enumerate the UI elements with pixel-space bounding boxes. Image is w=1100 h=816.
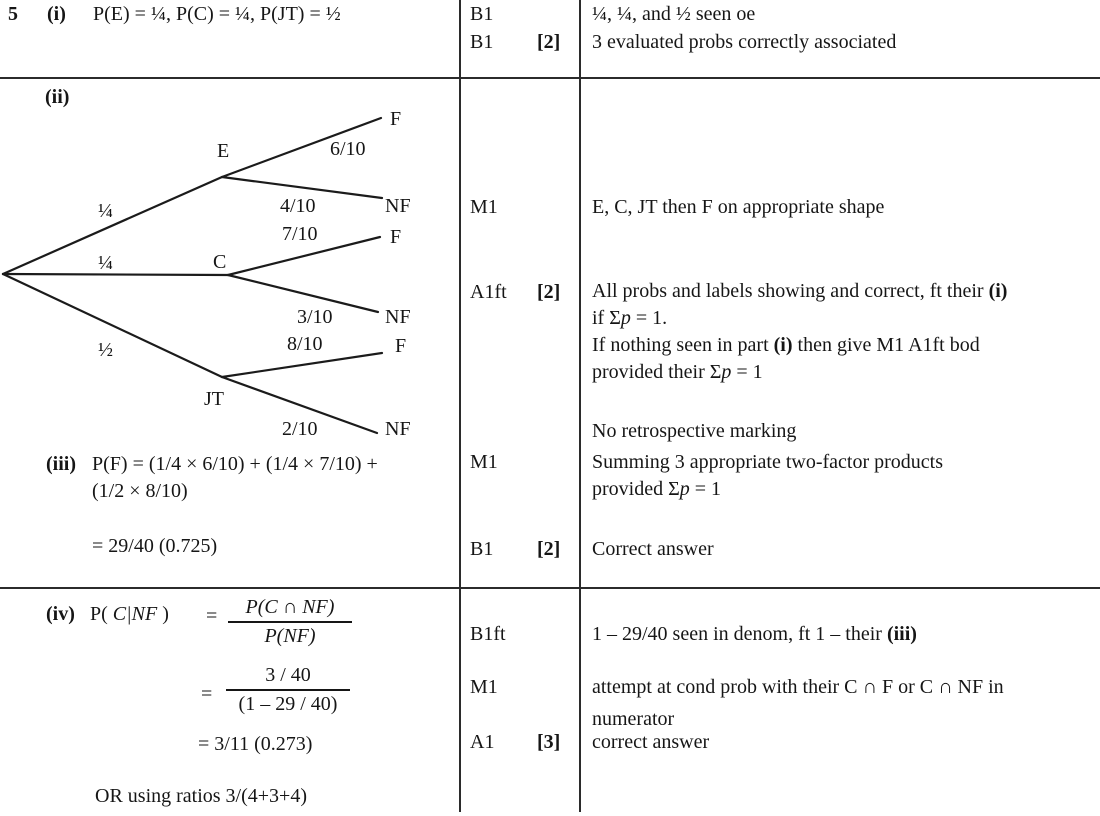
tree-prob-c-nf: 3/10 <box>297 306 333 328</box>
comment-bold-ref: (i) <box>773 334 793 356</box>
comment-text: provided Σ <box>592 478 680 500</box>
part-iv-lhs: P( C|NF ) <box>90 601 169 628</box>
part-ii-label: (ii) <box>45 86 70 108</box>
comment-ii-m1: E, C, JT then F on appropriate shape <box>592 196 885 218</box>
mark-ii-a1ft: A1ft <box>470 281 507 303</box>
fraction-2-numerator: 3 / 40 <box>265 664 311 686</box>
comment-ii-a1ft-line4: provided their Σp = 1 <box>592 359 1097 386</box>
mark-iv-m1: M1 <box>470 676 498 698</box>
tree-prob-jt-nf: 2/10 <box>282 418 318 440</box>
comment-text: = 1 <box>689 478 722 500</box>
comment-bold-ref: (i) <box>988 280 1008 302</box>
comment-iii-m1-line1: Summing 3 appropriate two-factor product… <box>592 451 944 473</box>
lhs-text: P( <box>90 603 113 625</box>
part-iii-working-line2: (1/2 × 8/10) <box>92 480 188 502</box>
mark-iv-total: [3] <box>537 731 561 753</box>
part-iv-label: (iv) <box>46 603 75 625</box>
mark-i-b1-second: B1 <box>470 31 494 53</box>
mark-i-total: [2] <box>537 31 561 53</box>
tree-node-jt-label: JT <box>204 388 224 410</box>
column-divider-marks <box>459 0 461 812</box>
tree-leaf-jt-nf: NF <box>385 418 411 440</box>
tree-node-c-label: C <box>213 251 227 273</box>
comment-note: No retrospective marking <box>592 420 797 442</box>
mark-ii-m1: M1 <box>470 196 498 218</box>
comment-iv-m1-line1: attempt at cond prob with their C ∩ F or… <box>592 676 1004 698</box>
comment-iii-m1-line2: provided Σp = 1 <box>592 476 1097 503</box>
mark-iii-total: [2] <box>537 538 561 560</box>
row-divider-2 <box>0 587 1100 589</box>
tree-prob-jt-f: 8/10 <box>287 333 323 355</box>
row-divider-1 <box>0 77 1100 79</box>
tree-leaf-e-f: F <box>390 108 402 130</box>
tree-branch-root-c <box>1 272 230 277</box>
part-i-label: (i) <box>47 3 66 25</box>
comment-italic-var: p <box>679 478 690 500</box>
comment-ii-a1ft-line1: All probs and labels showing and correct… <box>592 278 1097 305</box>
comment-text: = 1 <box>731 361 763 383</box>
column-divider-comments <box>579 0 581 812</box>
mark-iii-b1: B1 <box>470 538 494 560</box>
fraction-numeric: 3 / 40 (1 – 29 / 40) <box>226 662 350 718</box>
tree-prob-c: ¼ <box>98 252 113 274</box>
part-iii-working-line1: P(F) = (1/4 × 6/10) + (1/4 × 7/10) + <box>92 453 378 475</box>
comment-iii-b1: Correct answer <box>592 538 714 560</box>
tree-leaf-e-nf: NF <box>385 195 411 217</box>
question-number: 5 <box>8 3 18 25</box>
fraction-2-bar <box>226 689 350 691</box>
comment-text: = 1. <box>630 307 668 329</box>
mark-ii-total: [2] <box>537 281 561 303</box>
comment-text: If nothing seen in part <box>592 334 774 356</box>
lhs-conditional-var: C|NF <box>112 603 158 625</box>
comment-i-line2: 3 evaluated probs correctly associated <box>592 31 897 53</box>
comment-text: provided their Σ <box>592 361 722 383</box>
comment-ii-a1ft-line3: If nothing seen in part (i) then give M1… <box>592 332 1097 359</box>
tree-leaf-c-f: F <box>390 226 402 248</box>
mark-i-b1-first: B1 <box>470 3 494 25</box>
comment-ii-a1ft-line2: if Σp = 1. <box>592 305 1097 332</box>
tree-node-e-label: E <box>217 140 230 162</box>
comment-ii-a1ft: All probs and labels showing and correct… <box>592 278 1097 386</box>
tree-leaf-jt-f: F <box>395 335 407 357</box>
mark-iii-m1: M1 <box>470 451 498 473</box>
comment-bold-ref: (iii) <box>886 623 917 645</box>
fraction-1-bar <box>228 621 352 623</box>
comment-text: then give M1 A1ft bod <box>792 334 980 356</box>
mark-iv-b1ft: B1ft <box>470 623 506 645</box>
comment-text: if Σ <box>592 307 621 329</box>
comment-iv-a1: correct answer <box>592 731 710 753</box>
fraction-conditional: P(C ∩ NF) P(NF) <box>228 594 352 650</box>
fraction-2-denominator: (1 – 29 / 40) <box>238 693 338 715</box>
comment-iv-m1-line2: numerator <box>592 708 675 730</box>
tree-prob-e: ¼ <box>98 200 113 222</box>
tree-leaf-c-nf: NF <box>385 306 411 328</box>
comment-iii-m1: Summing 3 appropriate two-factor product… <box>592 449 1097 503</box>
part-i-answer: P(E) = ¼, P(C) = ¼, P(JT) = ½ <box>93 3 341 25</box>
part-iii-label: (iii) <box>46 453 76 475</box>
part-iii-working-result: = 29/40 (0.725) <box>92 535 218 557</box>
fraction-1-numerator: P(C ∩ NF) <box>245 596 335 618</box>
tree-prob-e-f: 6/10 <box>330 138 366 160</box>
mark-iv-a1: A1 <box>470 731 495 753</box>
tree-prob-c-f: 7/10 <box>282 223 318 245</box>
part-iv-alternative: OR using ratios 3/(4+3+4) <box>95 785 307 807</box>
comment-text: 1 – 29/40 seen in denom, ft 1 – their <box>592 623 887 645</box>
equals-sign-1: = <box>206 605 218 627</box>
fraction-1-denominator: P(NF) <box>264 625 316 647</box>
comment-italic-var: p <box>620 307 631 329</box>
comment-italic-var: p <box>721 361 732 383</box>
comment-iv-b1ft: 1 – 29/40 seen in denom, ft 1 – their (i… <box>592 621 917 648</box>
lhs-text: ) <box>157 603 169 625</box>
equals-sign-2: = <box>201 683 213 705</box>
comment-i-line1: ¼, ¼, and ½ seen oe <box>592 3 756 25</box>
part-iv-result: = 3/11 (0.273) <box>198 733 313 755</box>
tree-prob-e-nf: 4/10 <box>280 195 316 217</box>
comment-text: All probs and labels showing and correct… <box>592 280 989 302</box>
tree-prob-jt: ½ <box>98 339 113 361</box>
